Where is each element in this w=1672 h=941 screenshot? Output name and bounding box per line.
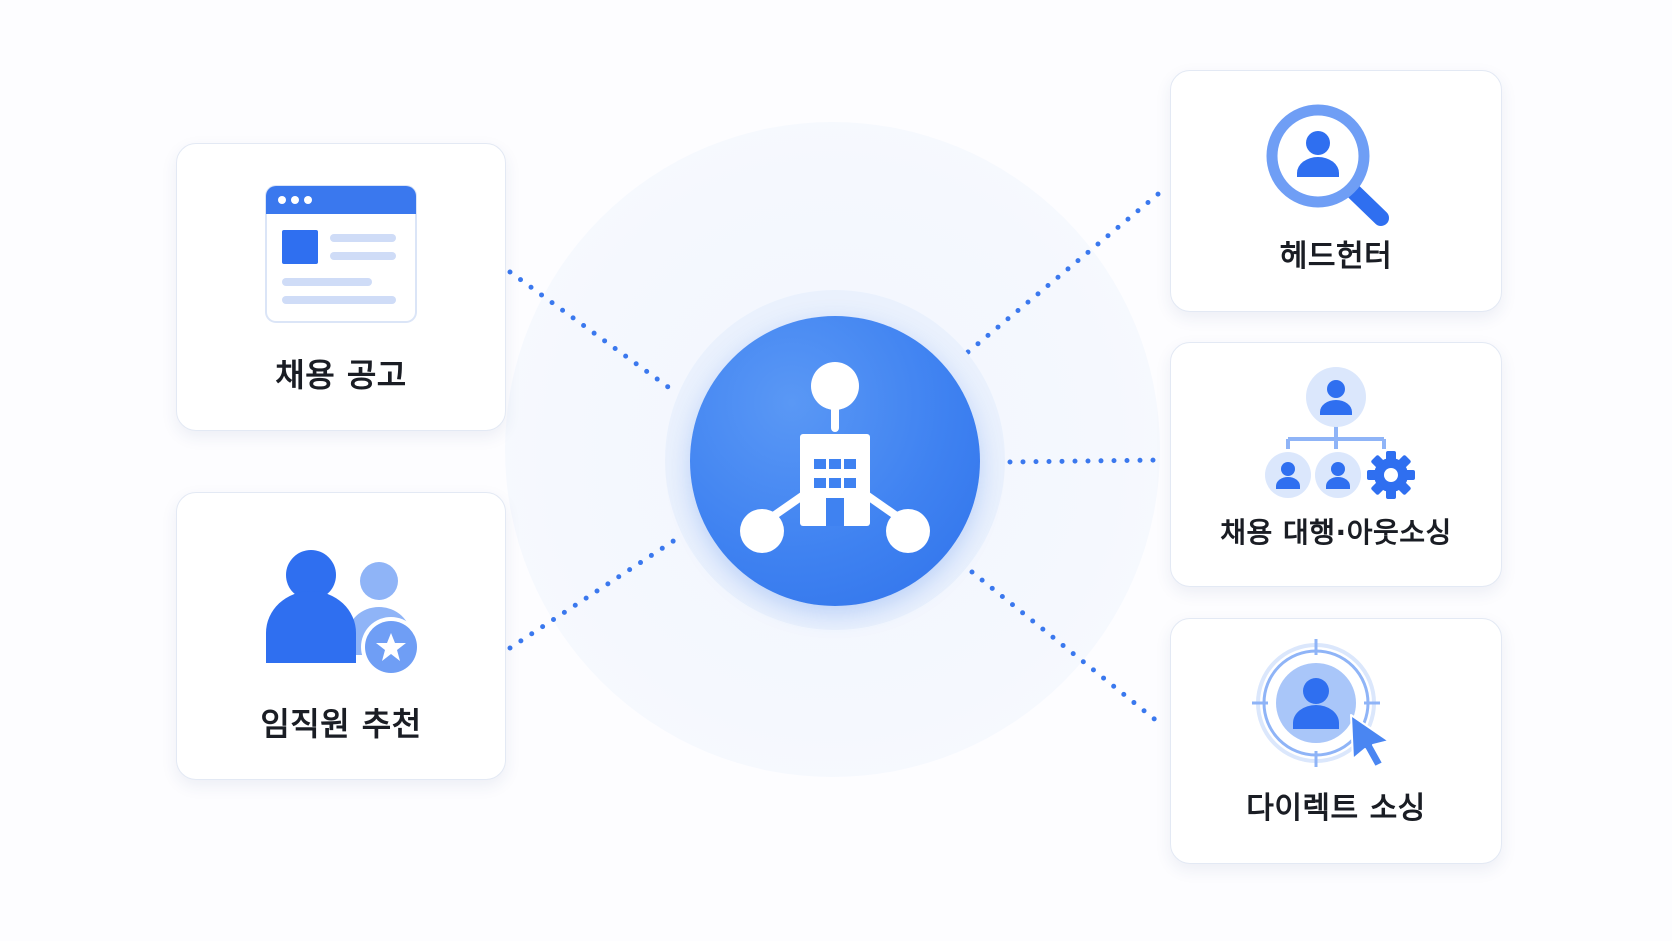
label-job-posting: 채용 공고 — [275, 356, 407, 394]
target-person-cursor-icon — [1252, 639, 1390, 768]
label-outsourcing: 채용 대행·아웃소싱 — [1220, 516, 1452, 549]
central-hub — [690, 316, 980, 606]
search-person-icon — [1266, 104, 1389, 226]
label-direct-sourcing: 다이렉트 소싱 — [1246, 791, 1426, 826]
label-headhunter: 헤드헌터 — [1279, 239, 1393, 274]
building-network-icon — [740, 362, 930, 553]
connector-headhunter — [965, 187, 1166, 355]
card-direct-sourcing[interactable]: 다이렉트 소싱 — [1170, 618, 1502, 864]
job-posting-browser-icon — [265, 185, 417, 323]
card-employee-referral[interactable]: 임직원 추천 — [176, 492, 506, 780]
card-outsourcing[interactable]: 채용 대행·아웃소싱 — [1170, 342, 1502, 587]
card-job-posting[interactable]: 채용 공고 — [176, 143, 506, 431]
connector-direct — [969, 569, 1166, 729]
connector-posting — [507, 269, 678, 395]
connector-outsourcing — [1007, 457, 1166, 465]
org-chart-gear-icon — [1265, 367, 1415, 499]
employee-referral-icon — [266, 550, 421, 677]
connector-referral — [507, 535, 681, 651]
card-headhunter[interactable]: 헤드헌터 — [1170, 70, 1502, 312]
label-employee-referral: 임직원 추천 — [260, 705, 422, 743]
